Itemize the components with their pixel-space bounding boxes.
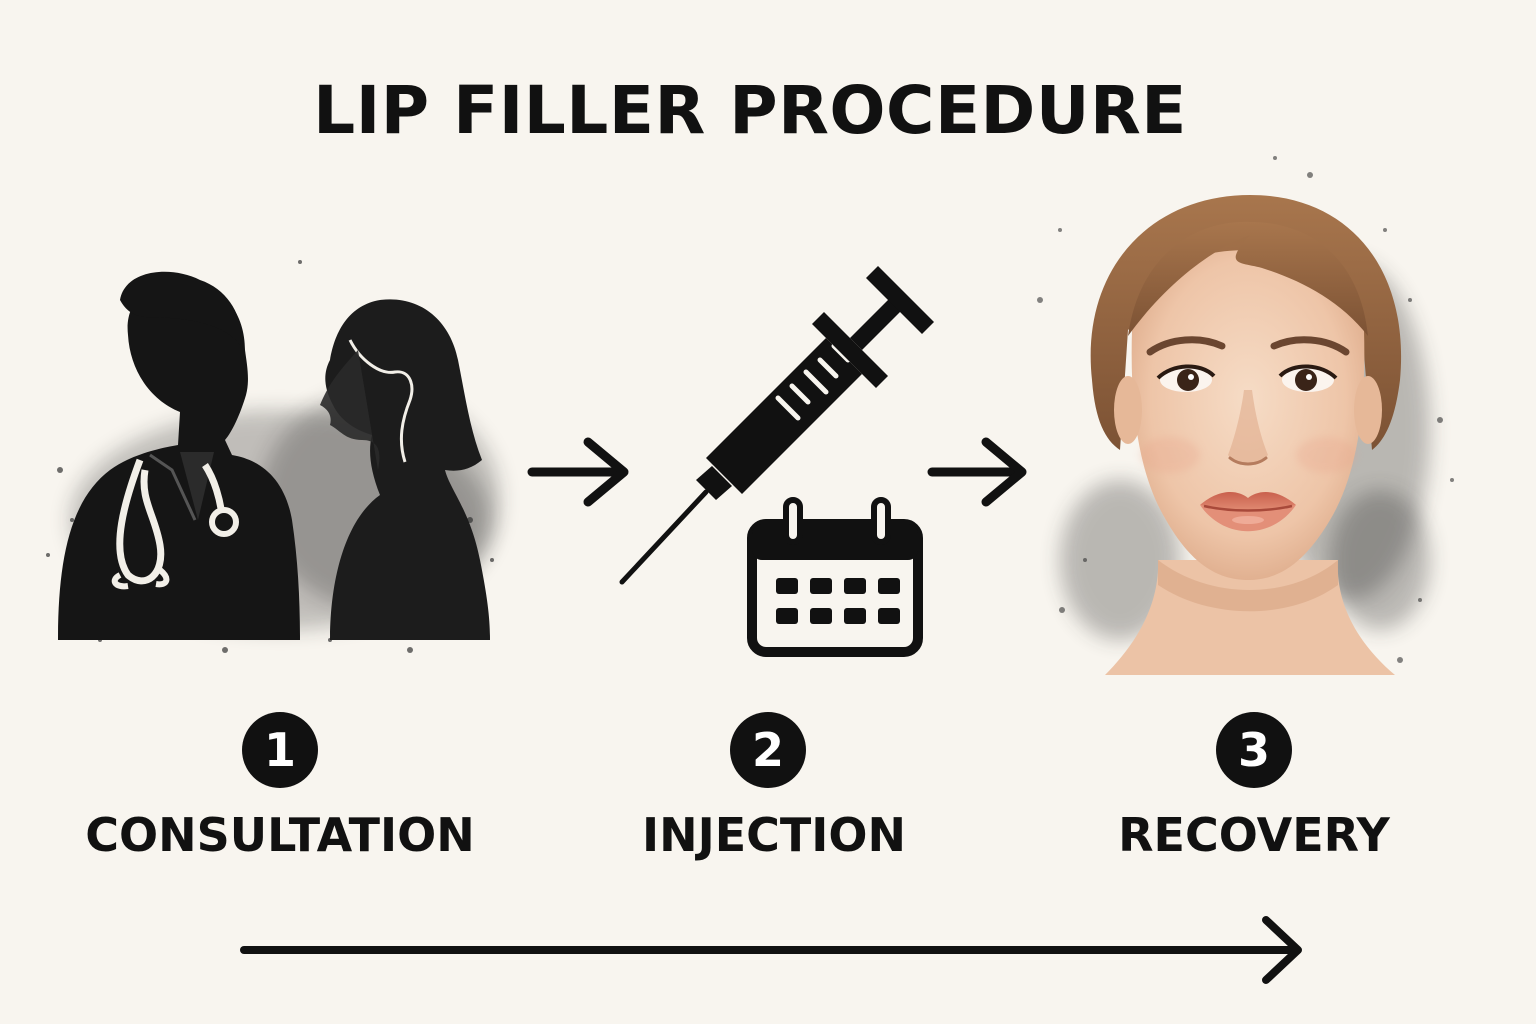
step-3-number: 3 (1216, 712, 1292, 788)
doctor-patient-icon (46, 260, 500, 653)
page-title: LIP FILLER PROCEDURE (313, 72, 1187, 149)
step-3-label: RECOVERY (1118, 808, 1390, 862)
syringe-calendar-icon (619, 266, 934, 657)
patient-icon (320, 299, 490, 640)
eyes (1156, 364, 1338, 392)
step-2-label: INJECTION (641, 808, 906, 862)
step-1-label: CONSULTATION (85, 808, 475, 862)
calendar-icon (747, 497, 923, 657)
step-1-number: 1 (242, 712, 318, 788)
woman-face-icon (1037, 156, 1454, 675)
doctor-icon (58, 271, 300, 640)
timeline-arrow (240, 916, 1302, 984)
arrow-step2-to-step3 (927, 437, 1027, 507)
lips (1200, 492, 1296, 532)
step-2-number: 2 (730, 712, 806, 788)
syringe-icon (619, 266, 934, 585)
arrow-step1-to-step2 (527, 437, 629, 507)
